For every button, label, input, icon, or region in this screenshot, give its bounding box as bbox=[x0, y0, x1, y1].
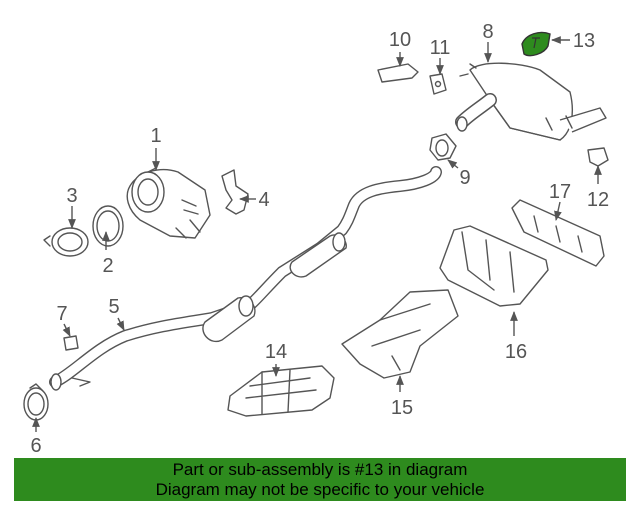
gasket-part-2 bbox=[92, 205, 124, 247]
clamp-part-6 bbox=[23, 383, 49, 421]
callout-4: 4 bbox=[258, 189, 269, 211]
hanger-part-12 bbox=[587, 147, 609, 167]
callout-9: 9 bbox=[459, 167, 470, 189]
callout-12: 12 bbox=[587, 189, 609, 211]
center-resonator bbox=[289, 232, 347, 278]
exhaust-parts-diagram: 1 2 3 4 5 6 7 8 9 10 11 12 13 14 15 16 1… bbox=[23, 21, 609, 456]
catalytic-converter-part-1 bbox=[126, 167, 211, 239]
front-resonator bbox=[202, 295, 256, 343]
heat-shield-part-17 bbox=[511, 199, 605, 267]
callout-3: 3 bbox=[66, 185, 77, 207]
heat-shield-part-16 bbox=[439, 225, 549, 307]
callout-1: 1 bbox=[150, 125, 161, 147]
info-banner: Part or sub-assembly is #13 in diagram D… bbox=[14, 458, 626, 501]
heat-shield-part-14 bbox=[227, 365, 335, 417]
callout-6: 6 bbox=[30, 435, 41, 456]
callout-13: 13 bbox=[573, 30, 595, 52]
callout-15: 15 bbox=[391, 397, 413, 419]
callout-5: 5 bbox=[108, 296, 119, 318]
bracket-part-10 bbox=[377, 63, 419, 83]
rear-muffler-part-8 bbox=[455, 62, 607, 141]
highlighted-part-13[interactable] bbox=[521, 31, 551, 57]
callout-8: 8 bbox=[482, 21, 493, 43]
callout-10: 10 bbox=[389, 29, 411, 51]
callout-7: 7 bbox=[56, 303, 67, 325]
leader-lines bbox=[32, 36, 602, 432]
callout-11: 11 bbox=[430, 37, 451, 59]
callout-16: 16 bbox=[505, 341, 527, 363]
clamp-part-3 bbox=[43, 227, 89, 257]
bracket-part-11 bbox=[429, 73, 447, 95]
heat-shield-part-15 bbox=[341, 289, 459, 379]
banner-line-1: Part or sub-assembly is #13 in diagram bbox=[172, 460, 468, 479]
hanger-part-9 bbox=[429, 133, 457, 161]
callout-2: 2 bbox=[102, 255, 113, 277]
banner-line-2: Diagram may not be specific to your vehi… bbox=[155, 480, 485, 499]
callout-17: 17 bbox=[549, 181, 571, 203]
bracket-part-4 bbox=[221, 169, 249, 215]
callout-14: 14 bbox=[265, 341, 287, 363]
exhaust-pipe bbox=[49, 166, 442, 391]
clip-part-7 bbox=[63, 335, 79, 351]
